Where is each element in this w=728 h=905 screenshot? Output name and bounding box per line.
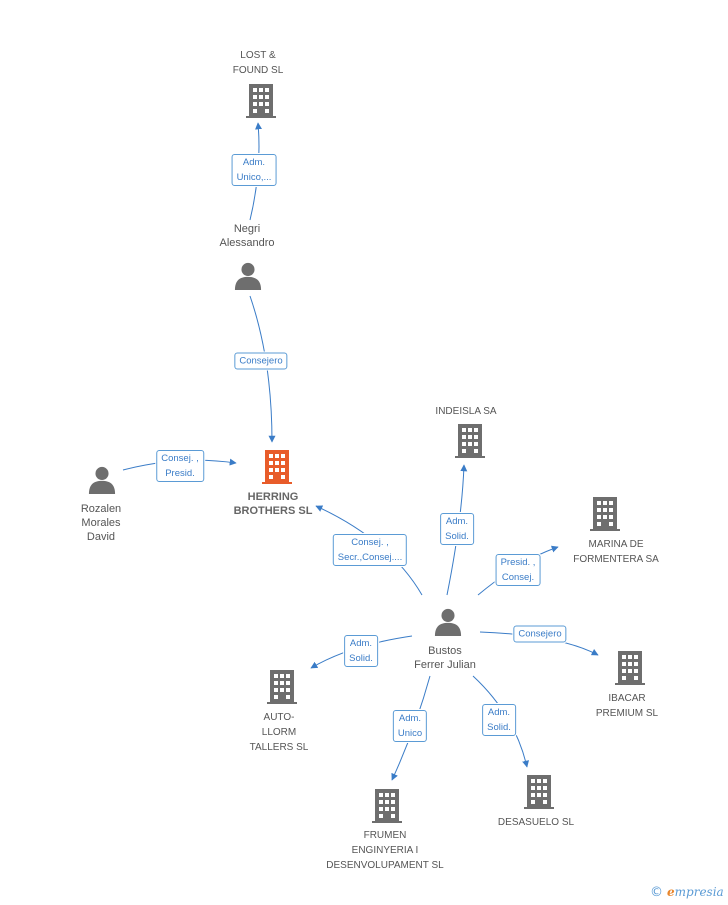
edge-label-bustos-desasuelo[interactable]: Adm. Solid. [482,704,516,736]
frumen-building-icon[interactable] [372,789,402,823]
desasuelo-building-icon[interactable] [524,775,554,809]
herring-building-icon[interactable] [262,450,292,484]
node-label-lost-found[interactable]: LOST & FOUND SL [232,50,284,76]
node-label-marina[interactable]: MARINA DE FORMENTERA SA [573,539,659,565]
node-label-rozalen[interactable]: Rozalen Morales David [80,503,122,543]
node-label-desasuelo[interactable]: DESASUELO SL [497,817,575,828]
edge-label-negri-lost-found[interactable]: Adm. Unico,... [231,154,277,186]
logo-e: e [667,885,675,899]
ibacar-building-icon[interactable] [615,651,645,685]
node-label-negri[interactable]: Negri Alessandro [219,223,275,249]
logo-text: mpresia [674,885,724,899]
node-label-bustos[interactable]: Bustos Ferrer Julian [414,645,476,671]
edge-label-bustos-indeisla[interactable]: Adm. Solid. [440,513,474,545]
edge-label-bustos-marina[interactable]: Presid. , Consej. [495,554,541,586]
copyright-icon: © [650,885,663,900]
edge-label-bustos-herring[interactable]: Consej. , Secr.,Consej.... [332,534,408,566]
lost-found-building-icon[interactable] [246,84,276,118]
autollorm-building-icon[interactable] [267,670,297,704]
rozalen-person-icon[interactable] [88,466,116,494]
node-label-ibacar[interactable]: IBACAR PREMIUM SL [595,693,659,719]
edge-label-negri-herring[interactable]: Consejero [234,352,288,370]
indeisla-building-icon[interactable] [455,424,485,458]
node-label-frumen[interactable]: FRUMEN ENGINYERIA I DESENVOLUPAMENT SL [326,830,444,871]
node-label-herring[interactable]: HERRING BROTHERS SL [233,491,313,517]
node-label-autollorm[interactable]: AUTO- LLORM TALLERS SL [249,712,309,753]
marina-building-icon[interactable] [590,497,620,531]
edge-label-rozalen-herring[interactable]: Consej. , Presid. [156,450,204,482]
bustos-person-icon[interactable] [434,608,462,636]
edge-label-bustos-frumen[interactable]: Adm. Unico [392,710,428,742]
edge-label-bustos-autollorm[interactable]: Adm. Solid. [344,635,378,667]
node-label-indeisla[interactable]: INDEISLA SA [435,406,497,417]
edge-label-bustos-ibacar[interactable]: Consejero [513,625,567,643]
empresia-logo: © empresia [650,885,724,900]
negri-person-icon[interactable] [234,262,262,290]
